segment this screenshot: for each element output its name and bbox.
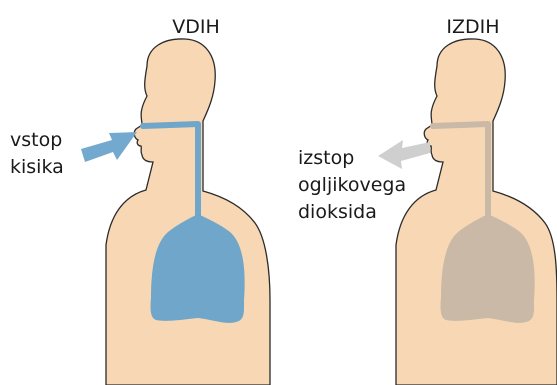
inhale-body-silhouette [106, 39, 270, 385]
exhale-body-silhouette [396, 39, 557, 385]
inhale-label-line-2: kisika [10, 156, 64, 178]
inflow-arrow-icon [81, 132, 137, 162]
inhale-panel: VDIH vstop kisika [10, 16, 270, 385]
exhale-label-line-1: izstop [298, 147, 354, 169]
exhale-label-line-2: ogljikovega [298, 174, 406, 196]
inhale-title: VDIH [172, 16, 220, 38]
exhale-title: IZDIH [446, 16, 499, 38]
exhale-label-line-3: dioksida [298, 201, 377, 223]
outflow-arrow-icon [378, 140, 430, 169]
exhale-panel: IZDIH izstop ogljikovega dioksida [298, 16, 557, 385]
inhale-label-line-1: vstop [10, 129, 62, 151]
